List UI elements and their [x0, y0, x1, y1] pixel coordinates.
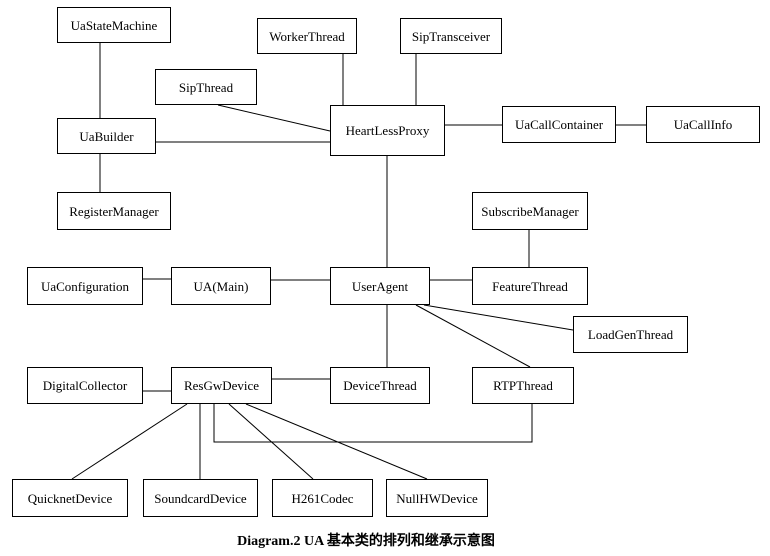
- node-uaconfiguration: UaConfiguration: [27, 267, 143, 305]
- node-digitalcollector: DigitalCollector: [27, 367, 143, 404]
- node-siptransceiver: SipTransceiver: [400, 18, 502, 54]
- diagram-caption: Diagram.2 UA 基本类的排列和继承示意图: [237, 534, 495, 549]
- node-nullhwdevice: NullHWDevice: [386, 479, 488, 517]
- node-rtpthread: RTPThread: [472, 367, 574, 404]
- node-useragent: UserAgent: [330, 267, 430, 305]
- node-h261codec: H261Codec: [272, 479, 373, 517]
- node-workerthread: WorkerThread: [257, 18, 357, 54]
- node-sipthread: SipThread: [155, 69, 257, 105]
- node-uastatemachine: UaStateMachine: [57, 7, 171, 43]
- edge-useragent-rtpthread: [415, 304, 531, 368]
- node-uacallinfo: UaCallInfo: [646, 106, 760, 143]
- edge-useragent-loadgenthread: [423, 304, 574, 331]
- node-uamain: UA(Main): [171, 267, 271, 305]
- node-heartlessproxy: HeartLessProxy: [330, 105, 445, 156]
- node-uabuilder: UaBuilder: [57, 118, 156, 154]
- node-quicknetdevice: QuicknetDevice: [12, 479, 128, 517]
- node-subscribemanager: SubscribeManager: [472, 192, 588, 230]
- edge-resgwdevice-rtpthread: [213, 404, 533, 443]
- node-uacallcontainer: UaCallContainer: [502, 106, 616, 143]
- node-featurethread: FeatureThread: [472, 267, 588, 305]
- node-soundcarddevice: SoundcardDevice: [143, 479, 258, 517]
- node-loadgenthread: LoadGenThread: [573, 316, 688, 353]
- node-registermanager: RegisterManager: [57, 192, 171, 230]
- node-devicethread: DeviceThread: [330, 367, 430, 404]
- edge-sipthread-heartlessproxy: [217, 104, 331, 132]
- node-resgwdevice: ResGwDevice: [171, 367, 272, 404]
- edge-resgwdevice-quicknetdevice: [71, 403, 188, 480]
